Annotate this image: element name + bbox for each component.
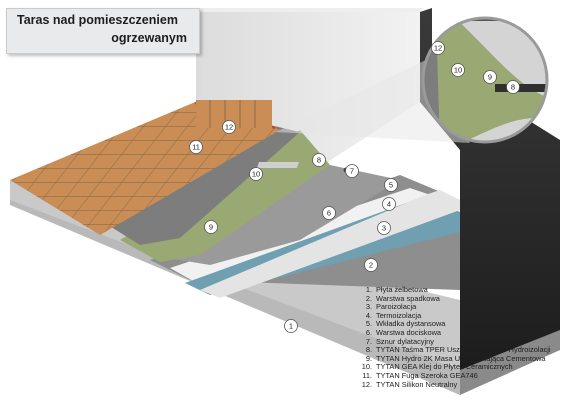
legend-text: TYTAN Hydro 2K Masa Uszczelniająca Cemen… [376, 353, 546, 363]
callout-number: 11 [192, 143, 200, 152]
callout-number: 3 [382, 224, 386, 233]
slab-side [460, 330, 560, 395]
callout-number: 6 [327, 209, 331, 218]
magnifier-callout-8: 8 [506, 80, 520, 94]
legend-item: 1. Płyta żelbetowa [358, 285, 564, 295]
callout-number: 12 [434, 44, 442, 53]
legend-number: 1. [365, 285, 372, 294]
callout-number: 1 [289, 322, 293, 331]
callout-number: 10 [252, 170, 260, 179]
legend-item: 8. TYTAN Taśma TPER Uszczelniająca do Hyd… [358, 345, 564, 355]
wall-base-grout [209, 100, 256, 128]
legend-number: 7. [365, 336, 372, 346]
layer-10-adhesive [100, 125, 300, 245]
legend-item: 12. TYTAN Silikon Neutralny [358, 379, 564, 390]
legend-number: 3. [365, 302, 372, 312]
legend: 1. Płyta żelbetowa 2. Warstwa spadkowa 3. Par… [358, 285, 564, 390]
legend-item: 2. Warstwa spadkowa [358, 293, 564, 304]
magnifier-detail [423, 18, 547, 142]
legend-item: 5. Wkładka dystansowa [358, 320, 564, 329]
legend-item: 10. TYTAN GEA Klej do Płytek Ceramicznych [358, 363, 564, 372]
legend-text: Sznur dylatacyjny [376, 336, 434, 346]
legend-text: Płyta żelbetowa [376, 285, 428, 294]
callout-number: 10 [454, 66, 462, 75]
magnifier-ring [421, 16, 549, 144]
legend-text: Warstwa spadkowa [376, 293, 440, 303]
callout-5: 5 [384, 178, 398, 192]
title-box: Taras nad pomieszczeniem ogrzewanym [6, 8, 200, 54]
callout-6: 6 [322, 206, 336, 220]
magnifier-callout-10: 10 [451, 63, 465, 77]
legend-text: TYTAN Silikon Neutralny [376, 379, 458, 389]
wall-top [196, 8, 424, 12]
callout-number: 8 [317, 156, 321, 165]
callout-number: 9 [488, 73, 492, 82]
callout-number: 9 [209, 223, 213, 232]
callout-12: 12 [222, 120, 236, 134]
callout-number: 8 [511, 83, 515, 92]
callout-10: 10 [249, 167, 263, 181]
callout-4: 4 [382, 197, 396, 211]
legend-item: 11. TYTAN Fuga Szeroka GEA746 [358, 370, 564, 381]
legend-number: 8. [365, 345, 372, 355]
magnifier-cone [276, 58, 470, 143]
legend-number: 4. [365, 310, 372, 320]
legend-text: Wkładka dystansowa [376, 319, 446, 329]
legend-number: 12. [361, 379, 372, 389]
legend-number: 5. [365, 319, 372, 329]
magnifier-callout-9: 9 [483, 70, 497, 84]
callout-number: 7 [350, 167, 354, 176]
callout-3: 3 [377, 221, 391, 235]
layer-5-spacer [200, 190, 460, 298]
title-line-1: Taras nad pomieszczeniem [17, 13, 178, 27]
legend-item: 4. Termoizolacja [358, 310, 564, 321]
legend-item: 6. Warstwa dociskowa [358, 327, 564, 338]
legend-text: TYTAN Taśma TPER Uszczelniająca do Hydro… [376, 345, 551, 355]
callout-9: 9 [204, 220, 218, 234]
legend-number: 11. [362, 370, 372, 380]
callout-number: 5 [389, 181, 393, 190]
wall-base-tiles [196, 100, 272, 128]
callout-1: 1 [284, 319, 298, 333]
legend-text: Termoizolacja [376, 310, 422, 320]
legend-item: 7. Sznur dylatacyjny [358, 336, 564, 347]
legend-number: 6. [365, 327, 372, 337]
legend-text: Paroizolacja [376, 302, 417, 312]
legend-number: 9. [365, 353, 372, 363]
legend-number: 10. [361, 362, 372, 372]
legend-number: 2. [365, 293, 372, 303]
callout-number: 4 [387, 200, 391, 209]
title-line-2: ogrzewanym [111, 31, 187, 45]
callout-7: 7 [345, 164, 359, 178]
callout-number: 12 [225, 123, 233, 132]
legend-text: Warstwa dociskowa [376, 327, 442, 337]
legend-text: TYTAN GEA Klej do Płytek Ceramicznych [376, 362, 513, 372]
magnifier-callout-12: 12 [431, 41, 445, 55]
callout-11: 11 [189, 140, 203, 154]
callout-number: 2 [369, 261, 373, 270]
legend-text: TYTAN Fuga Szeroka GEA746 [376, 370, 478, 380]
layer-11-tiles [10, 100, 280, 235]
callout-2: 2 [364, 258, 378, 272]
layer-8-tape [256, 162, 300, 168]
callout-8: 8 [312, 153, 326, 167]
legend-item: 9. TYTAN Hydro 2K Masa Uszczelniająca Cem… [358, 353, 564, 364]
legend-item: 3. Paroizolacja [358, 302, 564, 312]
